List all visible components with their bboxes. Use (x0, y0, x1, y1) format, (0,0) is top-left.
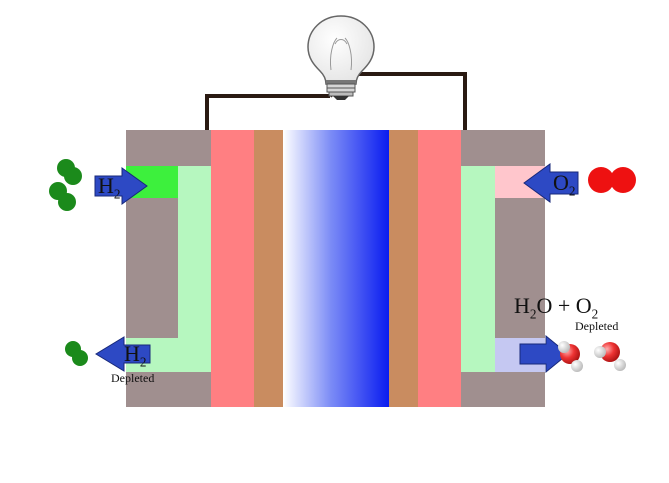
h2-outlet-arrow (95, 336, 151, 372)
cathode-electrode (389, 130, 418, 407)
h2-inlet-arrow (94, 167, 148, 205)
o2-inlet-label: O2 (553, 170, 576, 199)
water-oxygen-outlet-label: H2O + O2 (514, 293, 599, 322)
hydrogen-molecule-icon (57, 159, 82, 185)
external-circuit-wire-right (350, 72, 467, 131)
water-molecule-icon (594, 342, 626, 371)
external-circuit-wire (205, 94, 330, 131)
anode-electrode (254, 130, 283, 407)
anode-gas-chamber (178, 166, 211, 372)
hydrogen-molecule-icon (49, 182, 76, 211)
electrolyte-membrane (283, 130, 389, 407)
light-bulb-icon (307, 15, 375, 100)
o2-depleted-note: Depleted (575, 319, 619, 333)
cathode-catalyst-layer (418, 130, 461, 407)
h2-outlet-label: H2 (124, 341, 147, 370)
cathode-gas-chamber (461, 166, 495, 372)
h2-depleted-note: Depleted (111, 371, 155, 385)
oxygen-molecule-icon (588, 167, 636, 193)
h2-inlet-label: H2 (98, 173, 121, 202)
water-molecule-icon (558, 341, 583, 372)
o2-inlet-arrow (523, 163, 579, 203)
anode-catalyst-layer (211, 130, 254, 407)
hydrogen-molecule-icon (65, 341, 88, 366)
water-outlet-arrow (519, 334, 569, 374)
